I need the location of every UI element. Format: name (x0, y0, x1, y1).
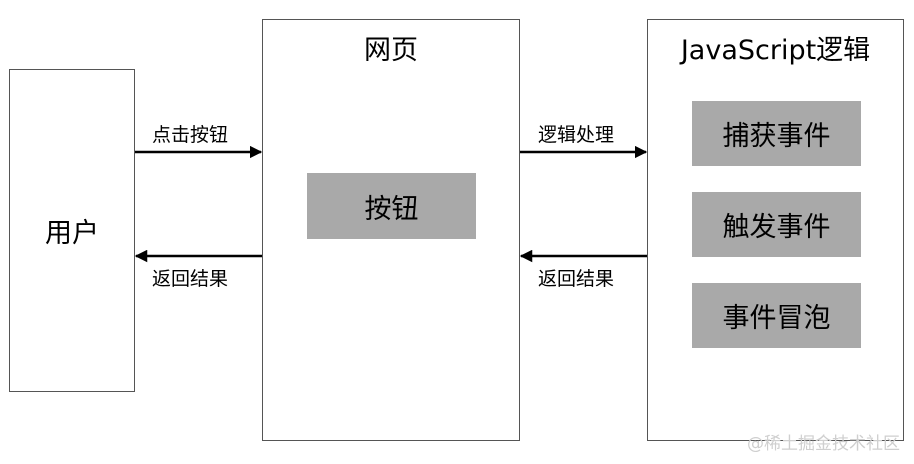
webpage-title: 网页 (364, 35, 418, 66)
js-logic-title: JavaScript逻辑 (680, 35, 871, 66)
step-trigger-event: 触发事件 (692, 192, 861, 257)
label-click-button: 点击按钮 (152, 124, 229, 146)
user-label: 用户 (45, 218, 99, 249)
webpage-box: 网页 按钮 (262, 19, 520, 441)
label-logic-processing: 逻辑处理 (538, 124, 615, 146)
webpage-button[interactable]: 按钮 (307, 173, 476, 239)
label-return-result-right: 返回结果 (538, 268, 615, 290)
step-event-bubbling: 事件冒泡 (692, 283, 861, 348)
watermark: @稀土掘金技术社区 (747, 434, 900, 454)
step-capture-event: 捕获事件 (692, 101, 861, 166)
user-box: 用户 (9, 69, 135, 392)
js-logic-box: JavaScript逻辑 捕获事件 触发事件 事件冒泡 (647, 19, 904, 441)
label-return-result-left: 返回结果 (152, 268, 229, 290)
